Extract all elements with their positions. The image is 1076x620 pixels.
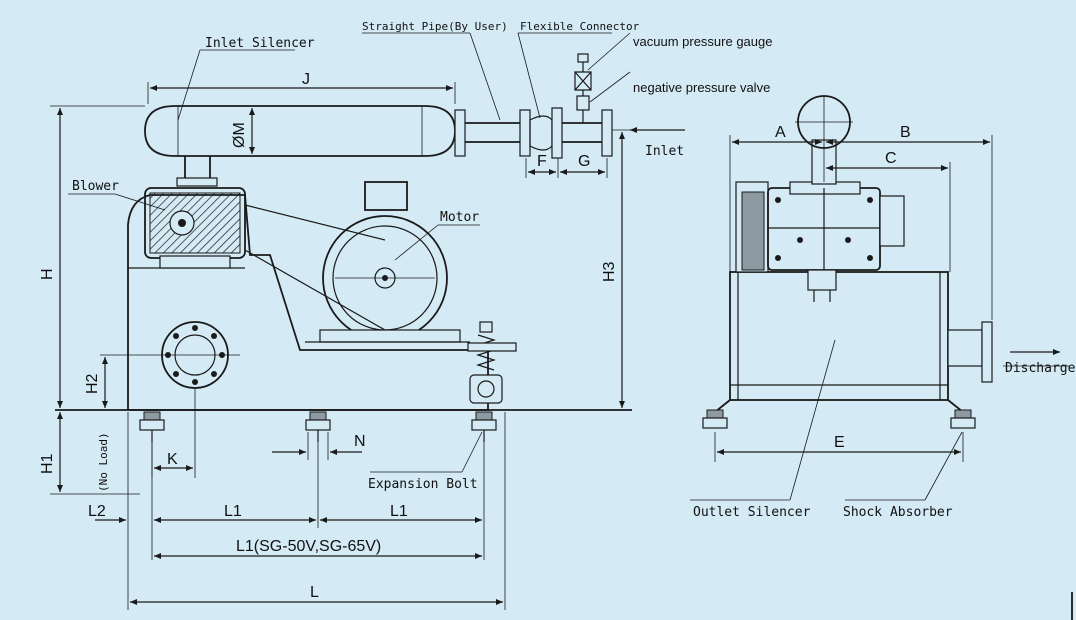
dim-h3: H3: [601, 261, 618, 282]
dim-l1-right: L1: [390, 503, 408, 520]
dim-a: A: [775, 124, 786, 141]
label-shock-absorber: Shock Absorber: [843, 505, 953, 520]
label-no-load: (No Load): [97, 432, 110, 492]
dim-e: E: [834, 434, 845, 451]
label-outlet-silencer: Outlet Silencer: [693, 505, 811, 520]
front-view: [50, 32, 685, 610]
label-inlet: Inlet: [645, 144, 684, 159]
motor-unit: [305, 181, 470, 343]
front-dimensions: [50, 82, 632, 610]
dim-k: K: [167, 451, 178, 468]
label-discharge: Discharge: [1005, 361, 1076, 376]
belt-tensioner: [467, 321, 517, 404]
dim-m: ØM: [231, 122, 248, 148]
label-vacuum-gauge: vacuum pressure gauge: [633, 34, 772, 49]
base-frame: [55, 194, 632, 411]
label-motor: Motor: [440, 210, 479, 225]
dim-j: J: [302, 71, 310, 88]
blower-unit: [144, 187, 246, 269]
side-dimensions: [714, 135, 993, 462]
dim-h: H: [39, 268, 56, 280]
dim-n: N: [354, 433, 366, 450]
dim-c: C: [885, 150, 897, 167]
side-blower-unit: [735, 95, 905, 302]
label-straight-pipe: Straight Pipe(By User): [362, 20, 508, 33]
inlet-pipework: [454, 53, 685, 159]
dim-l1-left: L1: [224, 503, 242, 520]
label-negative-valve: negative pressure valve: [633, 80, 770, 95]
dim-l2: L2: [88, 503, 106, 520]
left-feet: [139, 411, 497, 442]
dim-h1: H1: [39, 453, 56, 474]
front-leaders: [68, 32, 631, 473]
label-flexible-connector: Flexible Connector: [520, 20, 640, 33]
dim-l1-full: L1(SG-50V,SG-65V): [236, 538, 381, 555]
dim-h2: H2: [84, 373, 101, 394]
dim-f: F: [537, 153, 547, 170]
label-inlet-silencer: Inlet Silencer: [205, 36, 315, 51]
dim-l: L: [310, 584, 319, 601]
inlet-silencer: [144, 105, 456, 187]
text-labels: Inlet Silencer Straight Pipe(By User) Fl…: [39, 20, 1076, 601]
label-blower: Blower: [72, 179, 119, 194]
dim-g: G: [578, 153, 590, 170]
dim-b: B: [900, 124, 911, 141]
side-view: [690, 95, 1070, 501]
label-expansion-bolt: Expansion Bolt: [368, 477, 478, 492]
